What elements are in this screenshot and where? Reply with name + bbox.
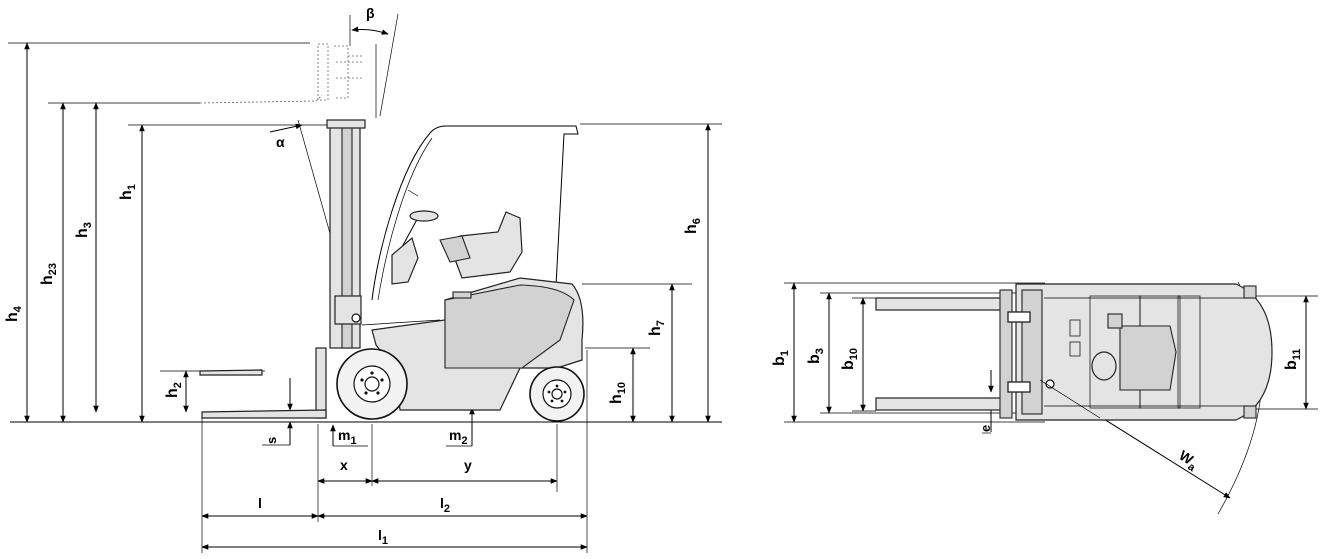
label-h7: h7 (647, 320, 667, 336)
label-h4: h4 (4, 305, 24, 322)
side-view: h4 h23 h3 h1 h2 h6 h7 h10 α β s m1 m2 x … (4, 5, 722, 553)
beta-arc (351, 26, 389, 35)
operator-seat (439, 211, 523, 279)
label-y: y (464, 457, 472, 473)
label-b11: b11 (1283, 349, 1303, 370)
rear-wheel (529, 366, 585, 422)
alpha-arrow (269, 123, 303, 133)
label-h1: h1 (118, 184, 138, 200)
label-h10: h10 (608, 382, 628, 404)
label-x: x (340, 457, 348, 473)
label-b1: b1 (771, 350, 791, 366)
label-l1: l1 (378, 527, 388, 547)
front-wheel (336, 348, 408, 420)
label-e: e (978, 425, 993, 432)
beta-tilt-line (379, 13, 399, 117)
label-b3: b3 (806, 348, 826, 364)
forks-top (875, 289, 1013, 419)
label-m2: m2 (449, 427, 468, 447)
label-h3: h3 (74, 222, 94, 238)
label-beta: β (366, 5, 375, 21)
steering-column (391, 210, 439, 285)
truck-body (361, 277, 584, 411)
forks (199, 347, 327, 419)
label-l2: l2 (440, 495, 450, 515)
top-view: b1 b3 b10 b11 e Wa (771, 281, 1318, 515)
label-b10: b10 (840, 348, 860, 370)
raised-carriage-dashed (199, 43, 362, 104)
truck-top (1007, 283, 1273, 421)
label-m1: m1 (338, 427, 357, 447)
label-wa: Wa (1174, 447, 1202, 475)
label-l: l (258, 495, 262, 511)
label-alpha: α (276, 134, 285, 150)
mast (326, 119, 366, 349)
overhead-guard (371, 125, 579, 301)
label-h2: h2 (164, 382, 184, 398)
label-h6: h6 (683, 218, 703, 234)
label-s: s (264, 437, 279, 444)
label-h23: h23 (39, 263, 59, 285)
